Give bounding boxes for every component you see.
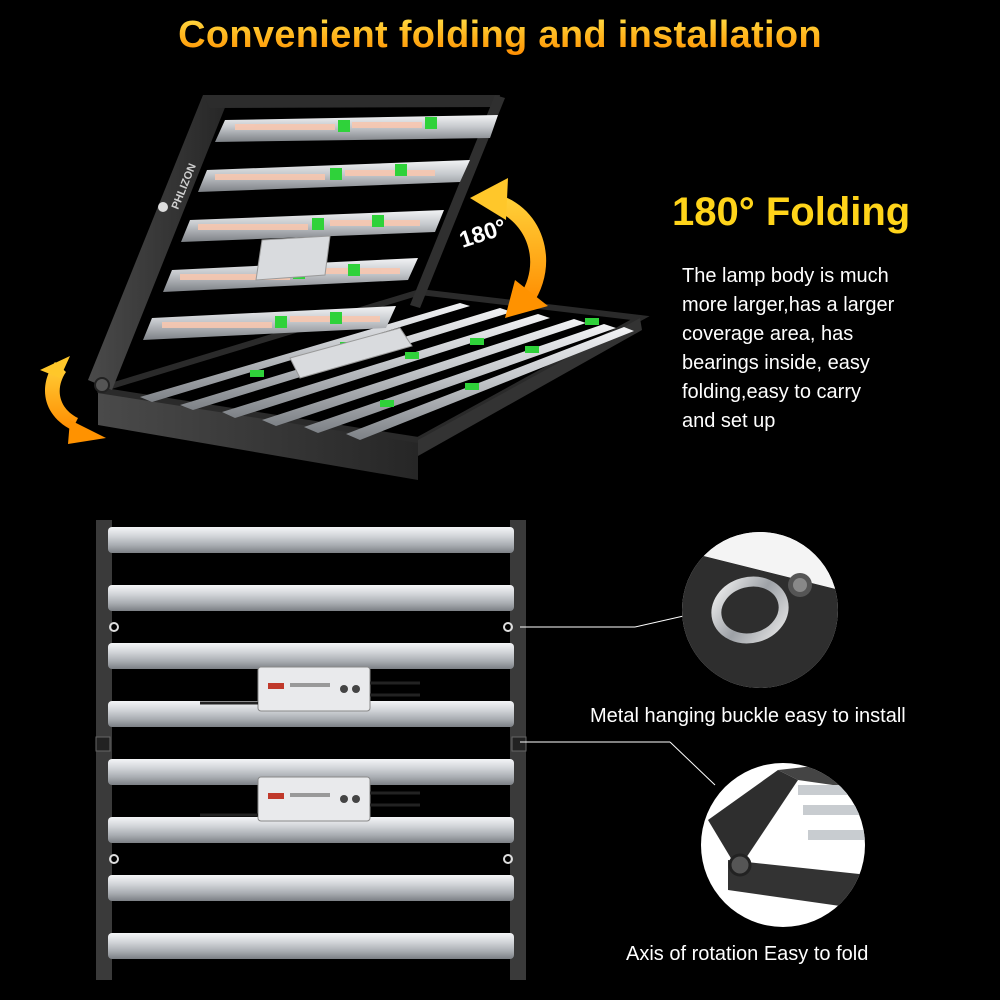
- description-line: bearings inside, easy: [682, 352, 870, 374]
- hanging-ring-icon: [711, 576, 789, 644]
- description-line: coverage area, has: [682, 323, 854, 345]
- hinge-icon: [511, 736, 527, 752]
- hanging-buckle-caption: Metal hanging buckle easy to install: [590, 705, 906, 727]
- curved-arrow-icon: [470, 178, 548, 318]
- hanging-ring-icon: [503, 854, 513, 864]
- hinge-icon: [728, 853, 752, 877]
- description-line: and set up: [682, 410, 776, 432]
- description-line: more larger,has a larger: [682, 294, 895, 316]
- hanging-buckle-detail: [682, 532, 838, 688]
- hanging-ring-icon: [109, 854, 119, 864]
- hinge-icon: [95, 736, 111, 752]
- driver-box: [200, 776, 420, 822]
- hanging-ring-icon: [503, 622, 513, 632]
- description-line: folding,easy to carry: [682, 381, 861, 403]
- driver-box: [200, 666, 420, 712]
- brand-logo-icon: [158, 202, 168, 212]
- folding-heading: 180° Folding: [672, 190, 911, 234]
- lower-frame-front: [98, 390, 418, 480]
- rotation-axis-detail: [701, 763, 865, 927]
- page-title: Convenient folding and installation: [0, 14, 1000, 57]
- upper-bars: [143, 115, 498, 340]
- light-bars: [108, 527, 514, 959]
- flat-lamp-illustration: [95, 520, 527, 980]
- hanging-ring-icon: [109, 622, 119, 632]
- upper-frame-left: [88, 95, 228, 390]
- curved-arrow-icon: [40, 356, 106, 444]
- hinge-icon: [94, 377, 110, 393]
- folding-description: The lamp body is much more larger,has a …: [682, 262, 982, 436]
- folding-lamp-illustration: PHLIZON: [40, 95, 650, 480]
- rotation-axis-caption: Axis of rotation Easy to fold: [626, 943, 869, 965]
- description-line: The lamp body is much: [682, 265, 889, 287]
